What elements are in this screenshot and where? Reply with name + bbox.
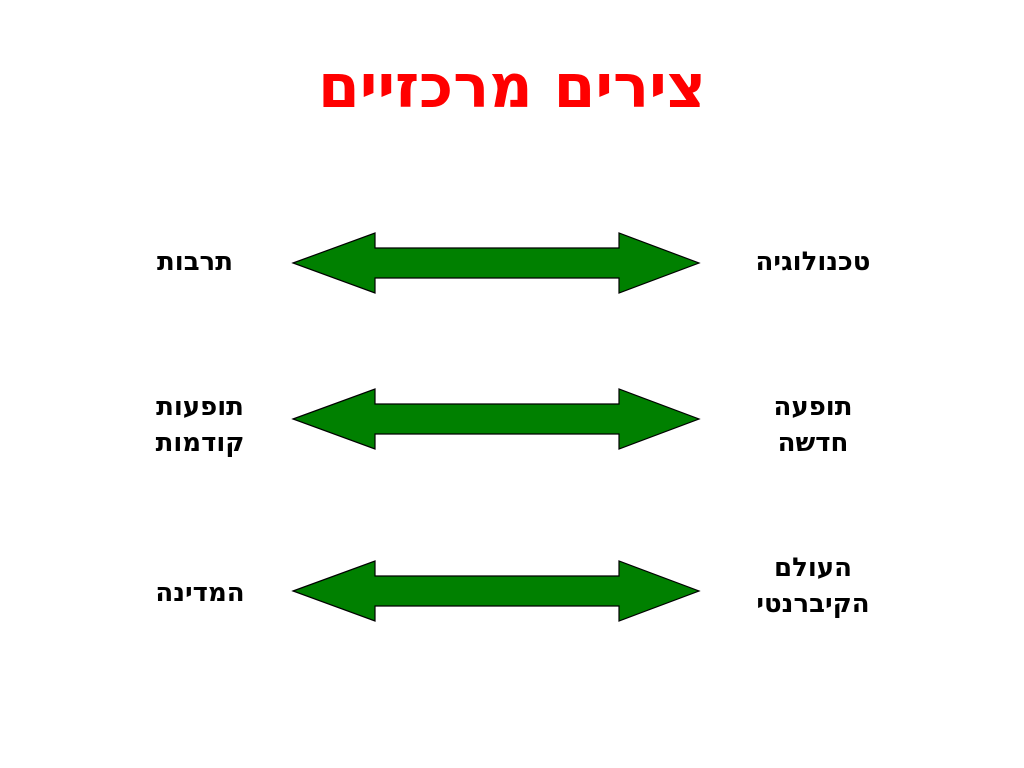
- double-arrow-icon: [291, 560, 701, 622]
- axis-1-left-label: תרבות: [157, 247, 233, 277]
- axis-2-left-label: תופעות קודמות: [155, 392, 245, 458]
- axis-3-left-label: המדינה: [155, 578, 245, 608]
- axis-2-right-label: תופעה חדשה: [773, 392, 853, 458]
- slide-title: צירים מרכזיים: [318, 52, 706, 122]
- double-arrow-icon: [291, 388, 701, 450]
- axis-3-right-label: העולם הקיברנטי: [756, 553, 870, 619]
- axis-1-right-label: טכנולוגיה: [755, 247, 871, 277]
- double-arrow-icon: [291, 232, 701, 294]
